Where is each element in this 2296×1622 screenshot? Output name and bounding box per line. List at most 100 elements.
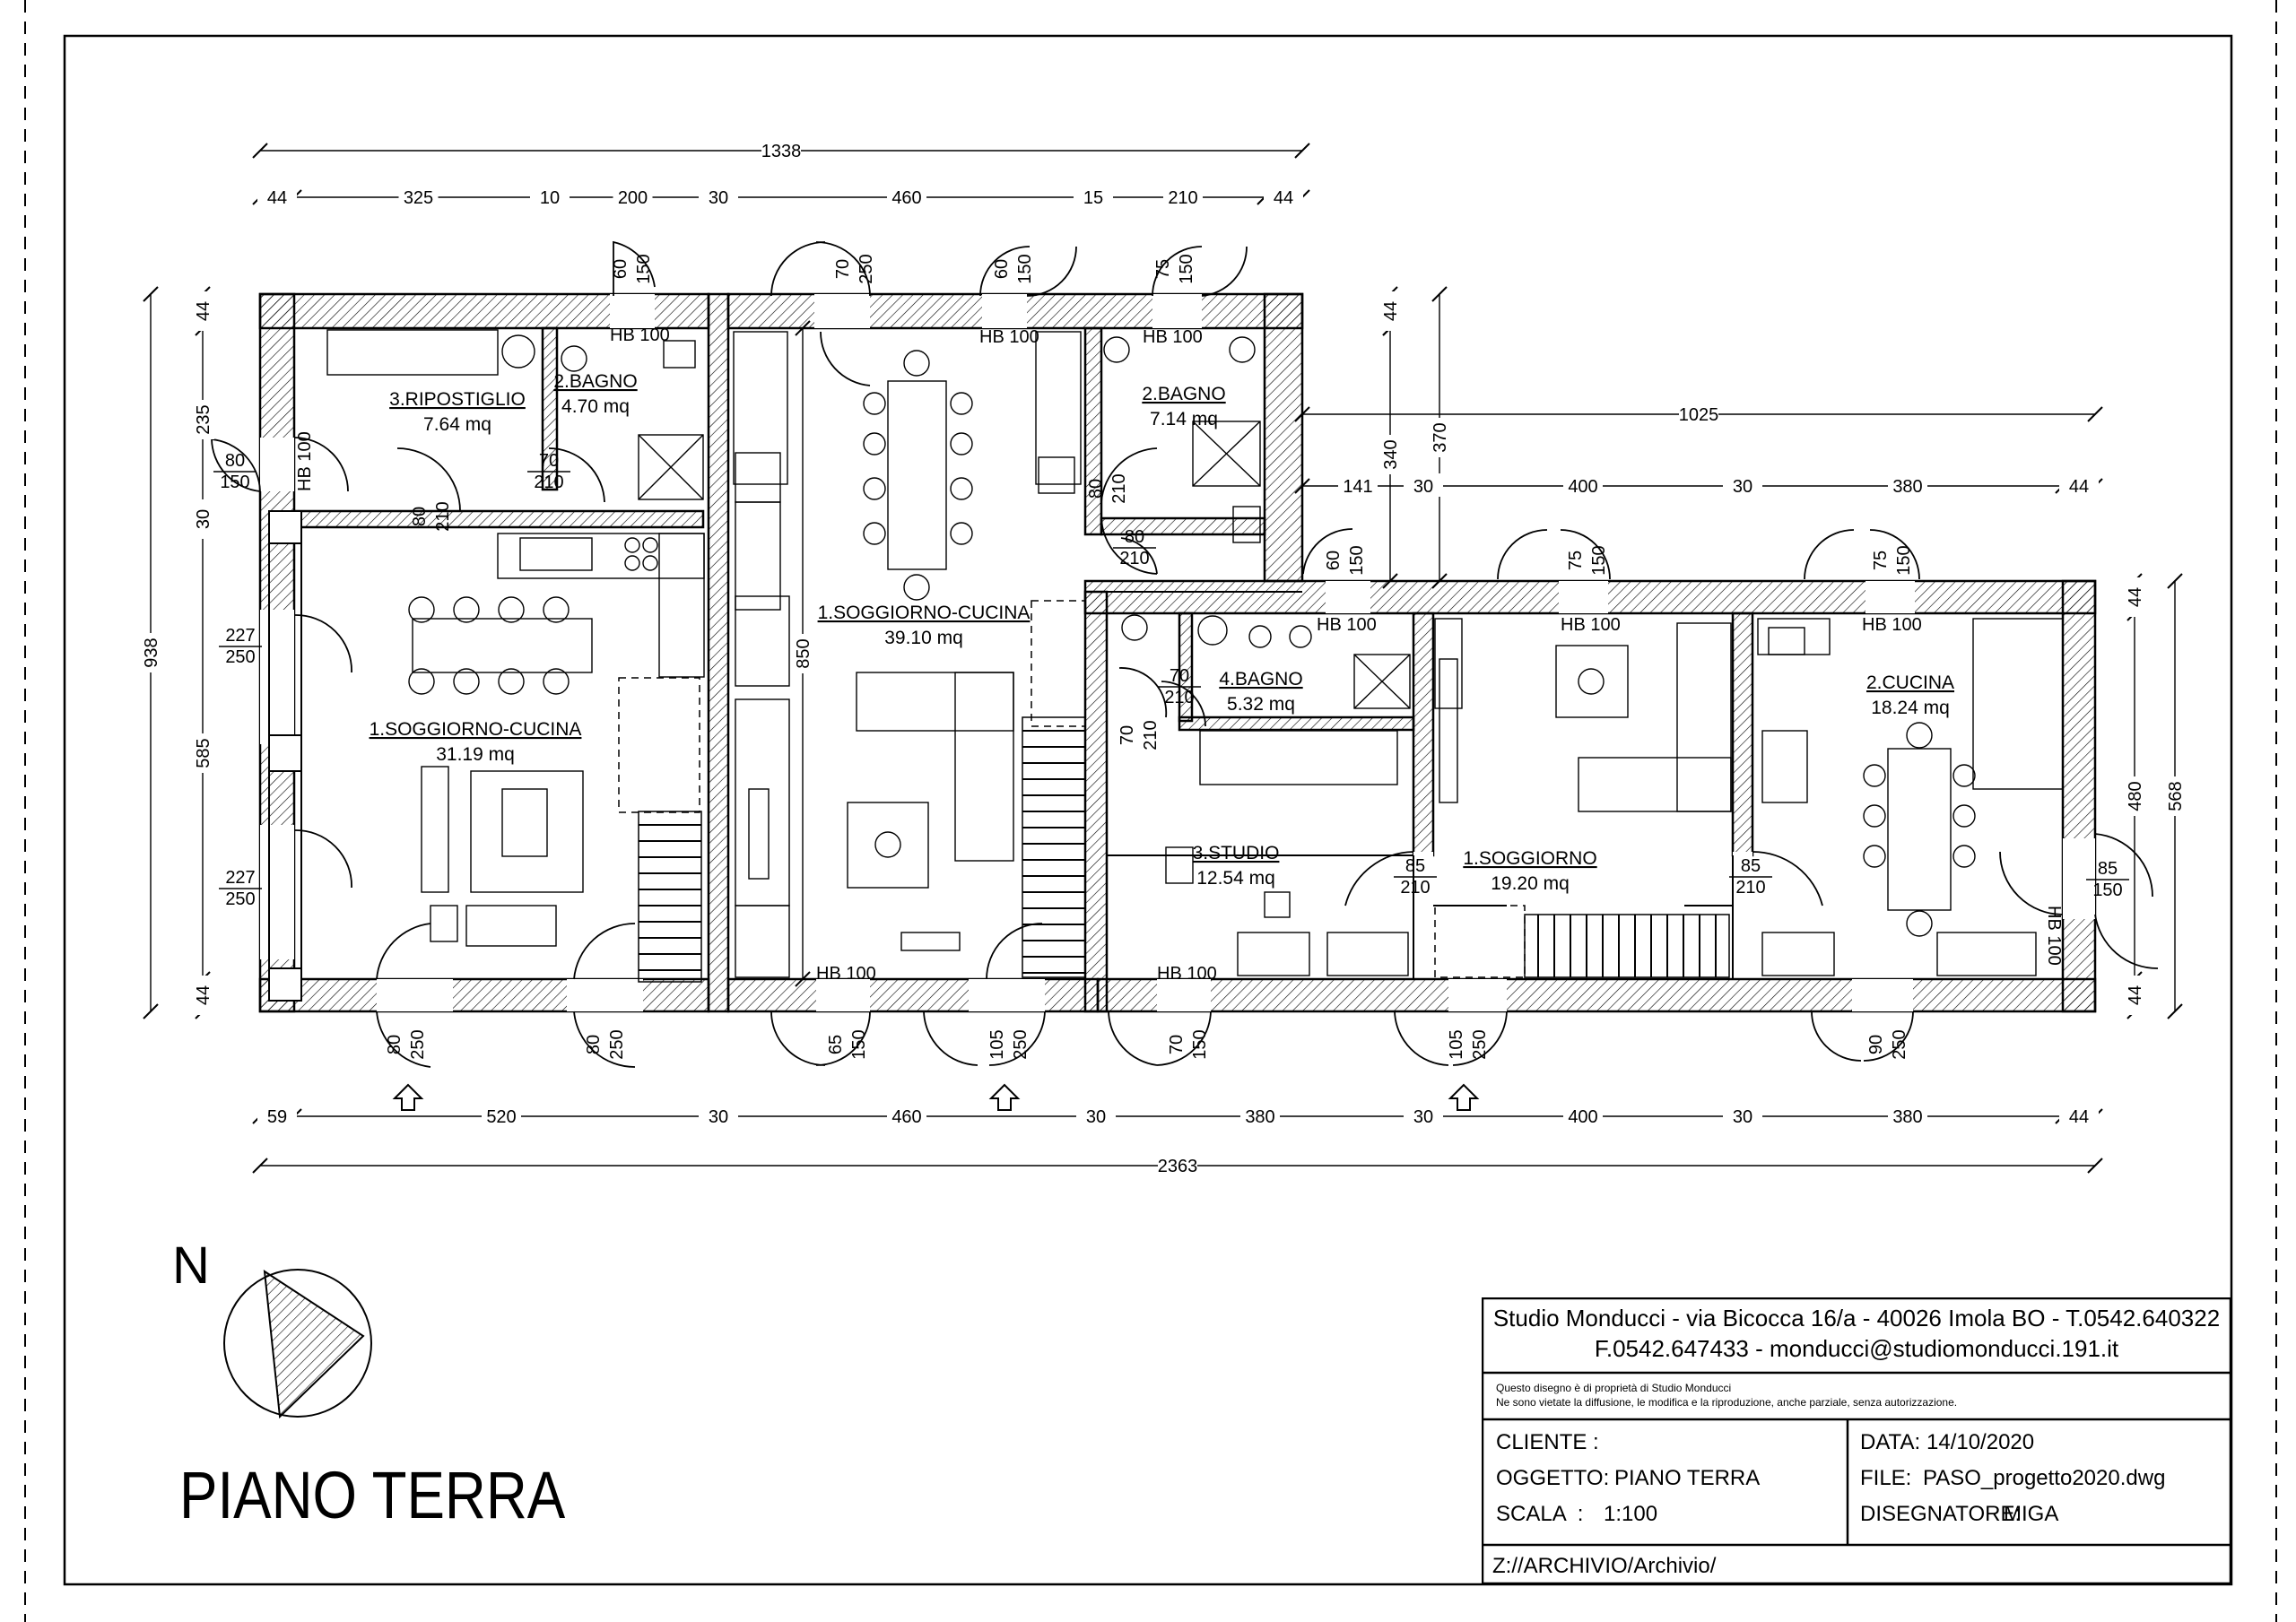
opening-width: 70: [1167, 1035, 1187, 1054]
interior-lines: [268, 328, 1734, 1002]
opening-height: 210: [1141, 720, 1161, 750]
dimension-tick: [2087, 1158, 2103, 1174]
opening-height: 210: [1119, 549, 1149, 568]
dimension-label: 30: [1413, 1107, 1433, 1127]
dimension-label: 370: [1431, 422, 1450, 452]
opening-width: 70: [833, 259, 853, 279]
room-area: 7.64 mq: [423, 414, 491, 435]
dimension-label: 400: [1568, 1107, 1597, 1127]
hb-label: HB 100: [295, 431, 315, 491]
dimension-tick: [1431, 286, 1448, 302]
oggetto-label: OGGETTO:: [1496, 1466, 1610, 1490]
dimension-label: 938: [142, 638, 161, 667]
dimension-label: 44: [2069, 1107, 2089, 1127]
opening-width: 75: [1153, 259, 1173, 279]
opening-height: 150: [849, 1029, 869, 1059]
wall-bath4-bottom: [1178, 716, 1415, 732]
opening-width: 70: [1170, 666, 1189, 686]
data-label: DATA:: [1860, 1430, 1921, 1454]
dimension-label: 200: [618, 188, 648, 208]
opening-height: 210: [1109, 473, 1129, 503]
opening-height: 210: [433, 501, 453, 531]
dimension-tick: [252, 1158, 268, 1174]
opening-width: 60: [611, 259, 631, 279]
room-area: 19.20 mq: [1491, 873, 1570, 894]
dimension-tick: [1294, 143, 1310, 159]
dimension-tick: [1294, 478, 1310, 494]
opening-width: 75: [1871, 551, 1891, 570]
opening-width: 70: [539, 451, 559, 471]
entry-arrow-icon: [988, 1083, 1021, 1111]
stairs: [618, 600, 1730, 983]
dimension-tick: [795, 971, 811, 987]
opening-width: 80: [1125, 527, 1144, 547]
dimension-tick: [252, 143, 268, 159]
copyright-notice-1: Questo disegno è di proprietà di Studio …: [1496, 1382, 1732, 1394]
room-name: 3.STUDIO: [1193, 843, 1280, 863]
studio-contacts: F.0542.647433 - monducci@studiomonducci.…: [1594, 1335, 2119, 1362]
dimension-label: 460: [891, 1107, 921, 1127]
wall-center-east: [1083, 590, 1109, 1013]
dimension-label: 44: [2126, 985, 2145, 1005]
wall-bath2-west: [1083, 326, 1103, 536]
opening-width: 85: [1405, 856, 1425, 876]
opening-height: 150: [2092, 880, 2122, 900]
opening-height: 210: [1164, 688, 1194, 707]
room-area: 31.19 mq: [436, 744, 515, 765]
hb-label: HB 100: [979, 327, 1039, 347]
dimension-label: 380: [1892, 477, 1922, 497]
room-name: 4.BAGNO: [1219, 669, 1302, 690]
dimension-label: 30: [709, 1107, 728, 1127]
opening-height: 150: [1894, 545, 1914, 575]
opening-width: 60: [992, 259, 1012, 279]
dimension-tick: [1382, 573, 1398, 589]
opening-width: 80: [584, 1035, 604, 1054]
dimension-tick: [143, 286, 159, 302]
hb-label: HB 100: [1317, 615, 1377, 635]
wall-openings: [260, 294, 2095, 1011]
wall-wing-east: [2061, 579, 2097, 1013]
hb-label: HB 100: [1157, 964, 1217, 984]
dimension-label: 30: [709, 188, 728, 208]
room-area: 18.24 mq: [1871, 698, 1950, 718]
dimension-label: 1025: [1679, 405, 1719, 425]
opening-height: 250: [607, 1029, 627, 1059]
copyright-notice-2: Ne sono vietate la diffusione, le modifi…: [1496, 1396, 1958, 1409]
door-swings: [211, 240, 2159, 1068]
room-name: 1.SOGGIORNO-CUCINA: [370, 719, 582, 740]
dimension-label: 585: [194, 738, 213, 768]
opening-height: 250: [225, 647, 255, 667]
opening-height: 250: [225, 889, 255, 909]
dimension-tick: [2087, 406, 2103, 422]
studio-address: Studio Monducci - via Bicocca 16/a - 400…: [1492, 1305, 2221, 1331]
dimension-label: 520: [486, 1107, 516, 1127]
wall-storage-partition: [292, 509, 705, 529]
dimension-label: 568: [2166, 781, 2186, 811]
opening-height: 250: [1890, 1029, 1909, 1059]
disegnatore-label: DISEGNATORE:: [1860, 1502, 2022, 1526]
title-block-frame: [1482, 1297, 2231, 1584]
dimension-label: 340: [1381, 439, 1401, 469]
dimension-tick: [2167, 573, 2183, 589]
opening-height: 210: [1735, 878, 1765, 898]
opening-width: 80: [410, 507, 430, 526]
wall-kitchen-west: [1731, 612, 1754, 857]
dimension-label: 44: [1274, 188, 1293, 208]
opening-width: 90: [1866, 1035, 1886, 1054]
opening-width: 105: [987, 1029, 1007, 1059]
opening-width: 85: [2098, 859, 2118, 879]
dimension-label: 10: [540, 188, 560, 208]
room-area: 39.10 mq: [884, 628, 963, 648]
opening-height: 150: [1177, 254, 1196, 283]
dimension-label: 15: [1083, 188, 1103, 208]
dimension-label: 235: [194, 404, 213, 434]
room-name: 1.SOGGIORNO-CUCINA: [818, 603, 1031, 623]
dimension-label: 210: [1168, 188, 1197, 208]
north-letter: N: [172, 1236, 210, 1295]
entry-arrows: [392, 1083, 1480, 1111]
furniture: [326, 329, 2064, 978]
cliente-label: CLIENTE :: [1496, 1430, 1599, 1454]
dimension-label: 59: [267, 1107, 287, 1127]
